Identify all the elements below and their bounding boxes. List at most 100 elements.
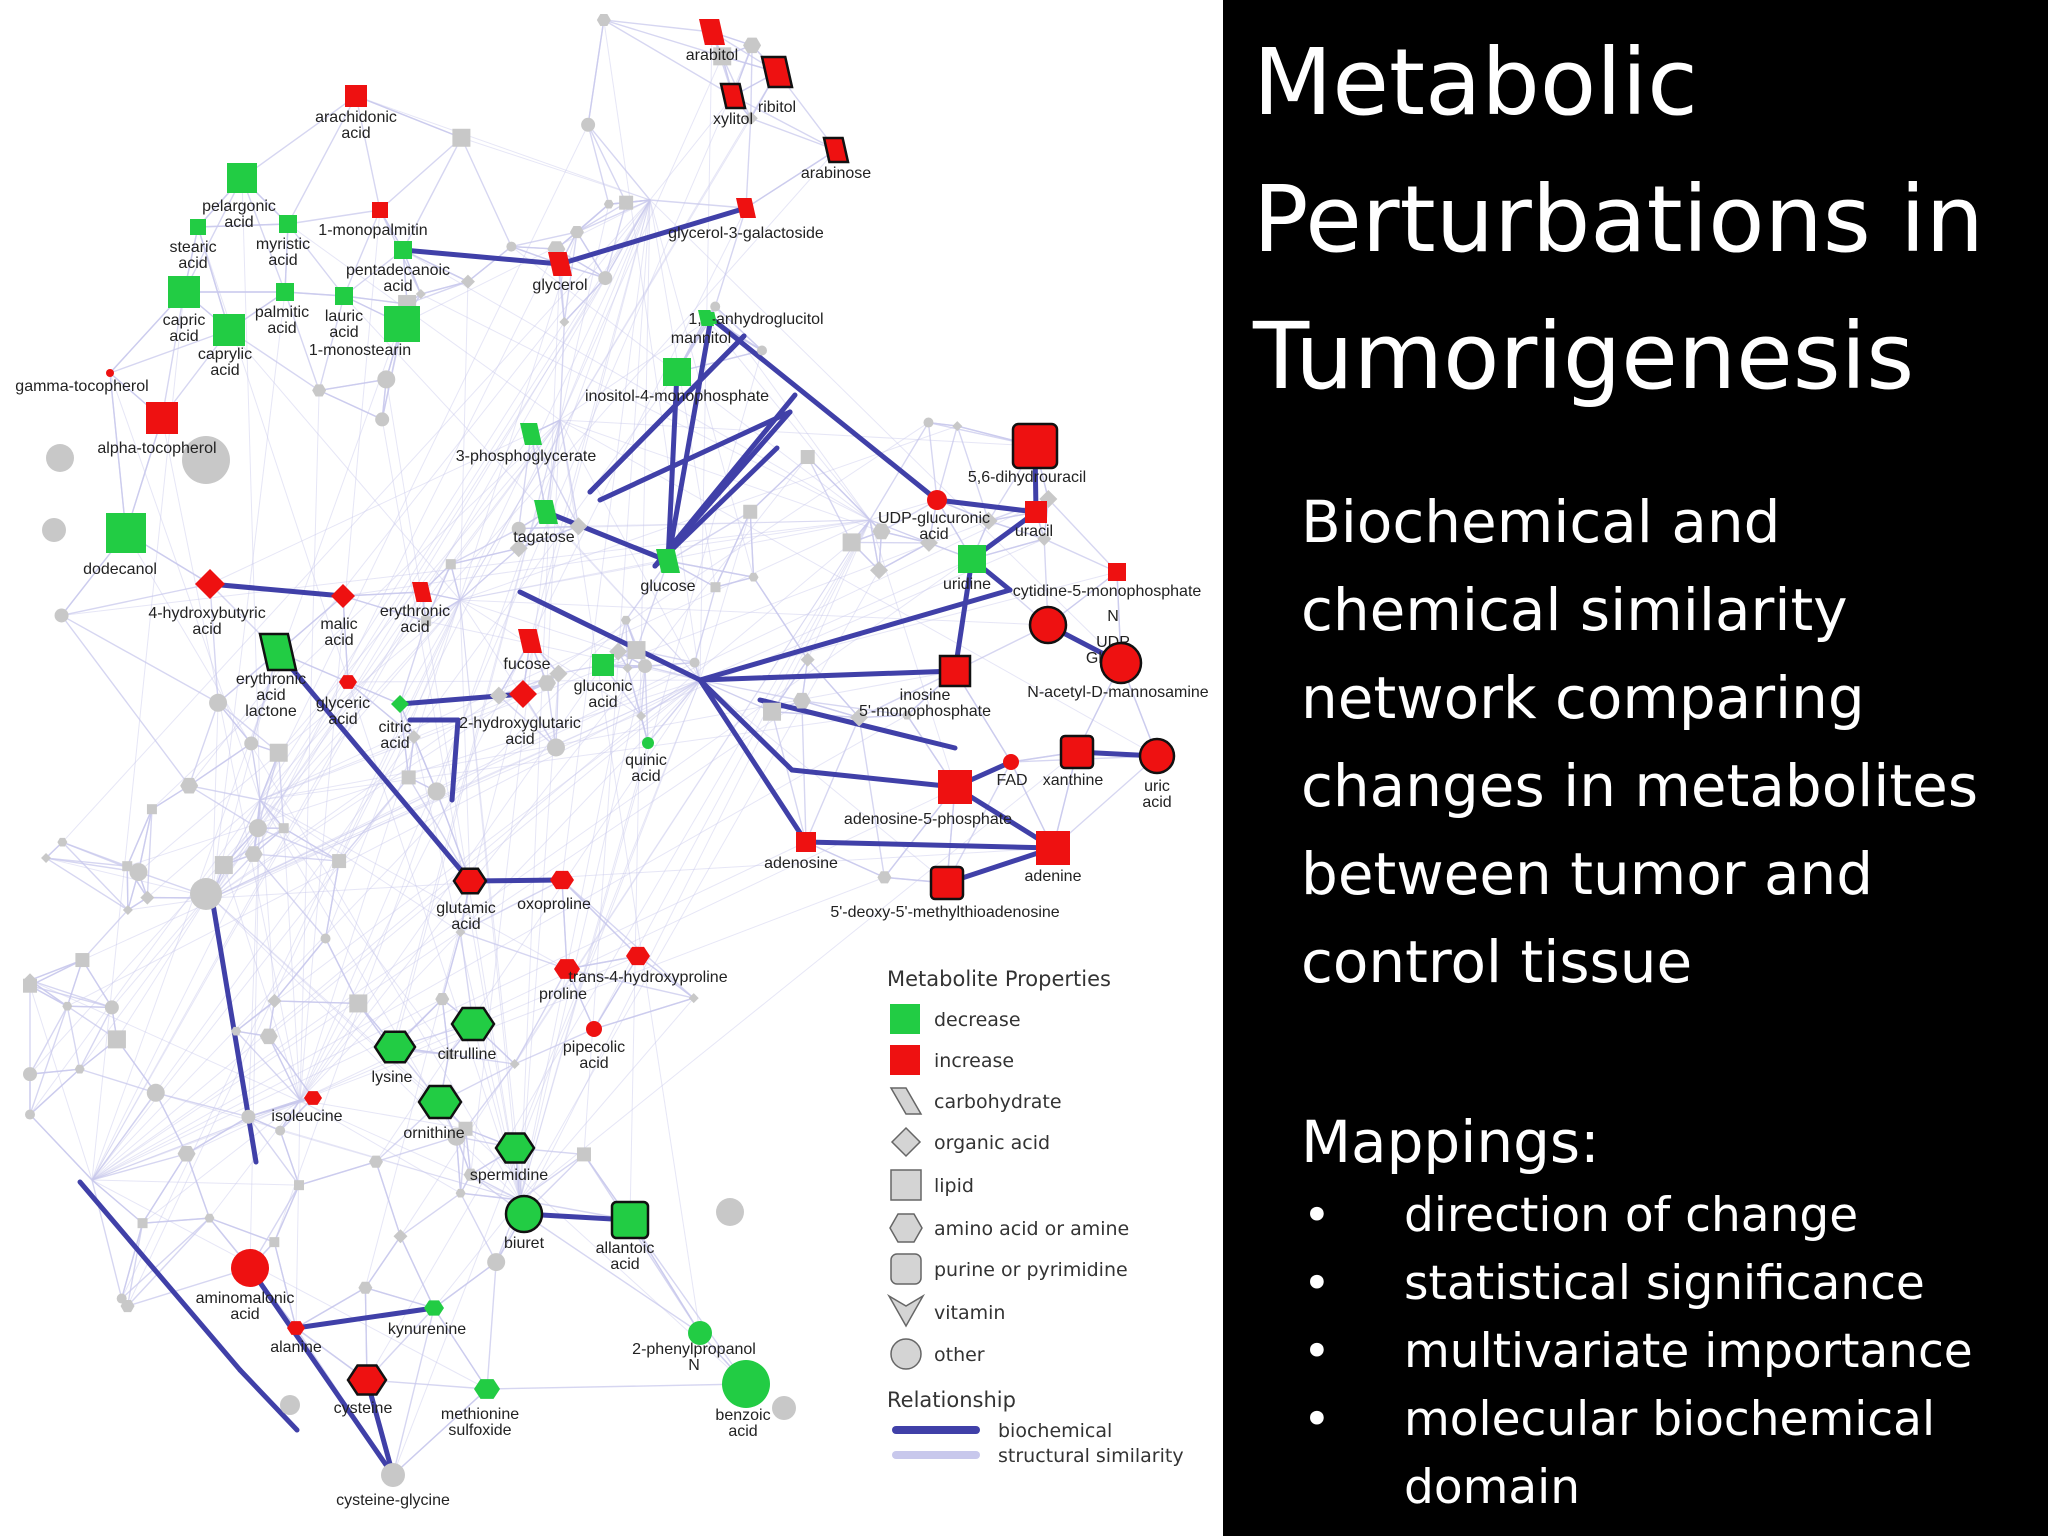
metabolite-node-unlabeled: [537, 675, 556, 691]
metabolite-node-kynurenine[interactable]: kynurenine: [388, 1300, 466, 1338]
metabolite-node-arabitol[interactable]: arabitol: [686, 19, 738, 64]
metabolite-node-adenosine[interactable]: adenosine: [764, 832, 838, 872]
metabolite-node-gammatoco[interactable]: gamma-tocopherol: [15, 369, 149, 395]
biochemical-edge: [652, 445, 780, 569]
legend-label: other: [934, 1344, 985, 1366]
structural-edge: [448, 1053, 515, 1065]
structural-edge: [869, 499, 938, 521]
metabolite-node-tagatose[interactable]: tagatose: [513, 500, 575, 546]
rounded-square-icon: [890, 1253, 922, 1285]
metabolite-node-alanine[interactable]: alanine: [270, 1321, 322, 1356]
structural-edge: [250, 743, 261, 801]
metabolite-node-arabinose[interactable]: arabinose: [801, 136, 871, 182]
structural-edge: [495, 519, 871, 1263]
mapping-item-text: molecular biochemical: [1404, 1392, 1935, 1447]
metabolite-node-alphatoco[interactable]: alpha-tocopherol: [97, 402, 217, 457]
node-shape: [394, 241, 412, 259]
metabolite-node-inositol4p[interactable]: inositol-4-monophosphate: [585, 358, 769, 405]
metabolite-node-glycerol[interactable]: glycerol: [532, 252, 588, 294]
structural-edge: [29, 1005, 68, 1075]
metabolite-node-unlabeled: [596, 13, 611, 27]
structural-edge: [805, 841, 885, 878]
metabolite-node-dodecanol[interactable]: dodecanol: [83, 513, 157, 578]
structural-edge: [91, 700, 803, 1181]
metabolite-node-unlabeled: [445, 559, 456, 570]
structural-edge: [523, 1213, 701, 1334]
metabolite-node-acetylmannosamine[interactable]: N-acetyl-D-mannosamine: [1027, 641, 1209, 701]
metabolite-node-uracil[interactable]: uracil: [1015, 501, 1053, 540]
metabolite-node-cysglycine[interactable]: cysteine-glycine: [336, 1463, 450, 1509]
metabolite-node-cysteine[interactable]: cysteine: [334, 1364, 393, 1417]
metabolite-node-fad[interactable]: FAD: [996, 754, 1028, 789]
metabolite-node-uridine[interactable]: uridine: [943, 545, 991, 593]
metabolite-node-monopalmitin[interactable]: 1-monopalmitin: [318, 202, 428, 239]
metabolite-node-monostearin[interactable]: 1-monostearin: [309, 306, 420, 359]
metabolite-node-glycerol3gal[interactable]: glycerol-3-galactoside: [668, 198, 824, 242]
metabolite-node-mta[interactable]: 5'-deoxy-5'-methylthioadenosine: [830, 865, 1060, 921]
metabolite-node-adenine[interactable]: adenine: [1025, 831, 1082, 885]
metabolite-node-isoleucine[interactable]: isoleucine: [271, 1091, 343, 1125]
structural-edge: [545, 511, 701, 681]
node-label: acid: [588, 694, 617, 711]
metabolite-node-citrulline[interactable]: citrulline: [438, 1006, 497, 1063]
metabolite-node-hydroxyproline[interactable]: trans-4-hydroxyproline: [568, 946, 728, 986]
metabolite-node-biuret[interactable]: biuret: [504, 1194, 545, 1252]
structural-edge: [250, 743, 261, 801]
structural-edge: [745, 118, 752, 209]
metabolite-node-cmp[interactable]: cytidine-5-monophosphate: [1013, 563, 1202, 600]
structural-edge: [91, 619, 627, 1181]
metabolite-node-lysine[interactable]: lysine: [372, 1030, 417, 1086]
metabolite-node-glucose[interactable]: glucose: [640, 549, 696, 595]
metabolite-node-unlabeled: [182, 436, 230, 484]
structural-edge: [460, 137, 513, 247]
metabolite-node-pg3[interactable]: 3-phosphoglycerate: [456, 423, 597, 465]
metabolite-node-proline[interactable]: proline: [539, 959, 587, 1003]
metabolite-node-xylitol[interactable]: xylitol: [713, 82, 753, 128]
structural-edge: [66, 1006, 81, 1070]
metabolite-node-ornithine[interactable]: ornithine: [403, 1084, 465, 1142]
structural-edge: [283, 827, 340, 862]
metabolite-node-ribitol[interactable]: ribitol: [758, 55, 796, 116]
structural-edge: [325, 599, 461, 939]
metabolite-node-fucose[interactable]: fucose: [503, 629, 551, 673]
node-shape: [381, 1463, 405, 1487]
metabolite-node-spermidine[interactable]: spermidine: [470, 1132, 548, 1184]
structural-edge: [640, 666, 646, 717]
metabolite-node-dihydrouracil[interactable]: 5,6-dihydrouracil: [968, 422, 1086, 486]
structural-edge: [91, 1097, 314, 1181]
metabolite-node-mannitol[interactable]: mannitol: [671, 310, 731, 347]
metabolite-node-amp[interactable]: adenosine-5-phosphate: [844, 770, 1012, 828]
biochemical-edge: [293, 1305, 437, 1331]
structural-edge: [392, 679, 701, 1476]
metabolite-node-xanthine[interactable]: xanthine: [1043, 734, 1104, 789]
metabolite-node-oxoproline[interactable]: oxoproline: [517, 870, 591, 913]
